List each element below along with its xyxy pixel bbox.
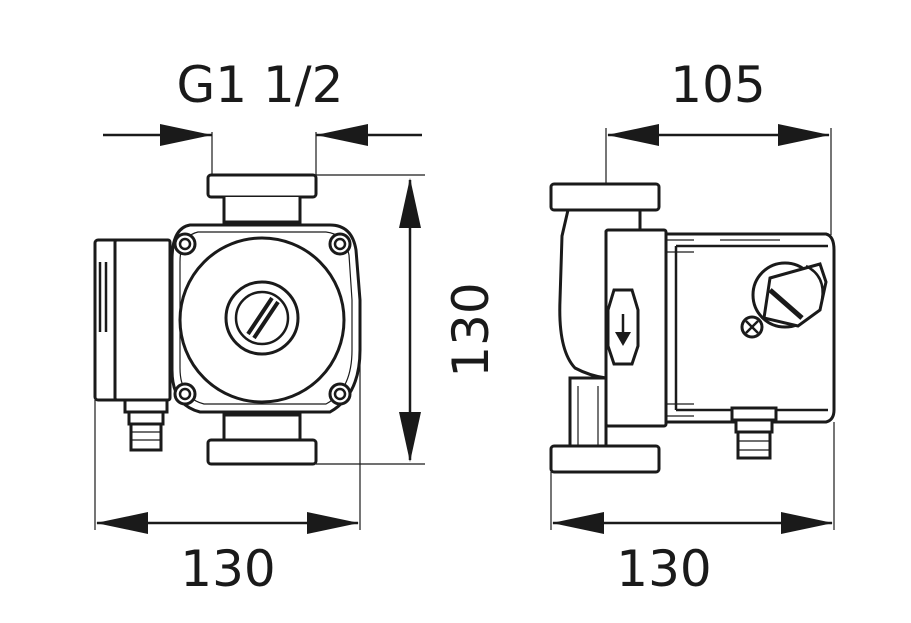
thread-dimension: G1 1/2 <box>103 56 422 175</box>
speed-selector-knob-icon <box>751 261 828 329</box>
thread-size-label: G1 1/2 <box>177 56 344 114</box>
side-bottom-flange <box>549 444 661 474</box>
side-width-label: 130 <box>616 540 711 598</box>
side-cable-gland <box>730 406 778 460</box>
bottom-flange <box>206 438 318 466</box>
corner-screws <box>173 232 352 406</box>
front-view: G1 1/2 <box>93 56 500 598</box>
front-height-label: 130 <box>442 282 500 377</box>
side-depth-label: 105 <box>670 56 765 114</box>
top-flange <box>206 173 318 199</box>
flow-direction-arrow-icon <box>606 288 640 366</box>
side-view: 105 <box>549 56 836 598</box>
front-height-dimension: 130 <box>316 174 500 465</box>
vent-plug-slot <box>246 296 280 340</box>
terminal-box <box>93 238 172 452</box>
side-depth-dimension: 105 <box>605 56 832 235</box>
side-width-dimension: 130 <box>550 422 835 598</box>
housing-screw-icon <box>740 315 764 339</box>
motor-fins <box>666 239 780 417</box>
side-top-flange <box>549 182 661 212</box>
front-width-dimension: 130 <box>94 350 361 598</box>
front-width-label: 130 <box>180 540 275 598</box>
